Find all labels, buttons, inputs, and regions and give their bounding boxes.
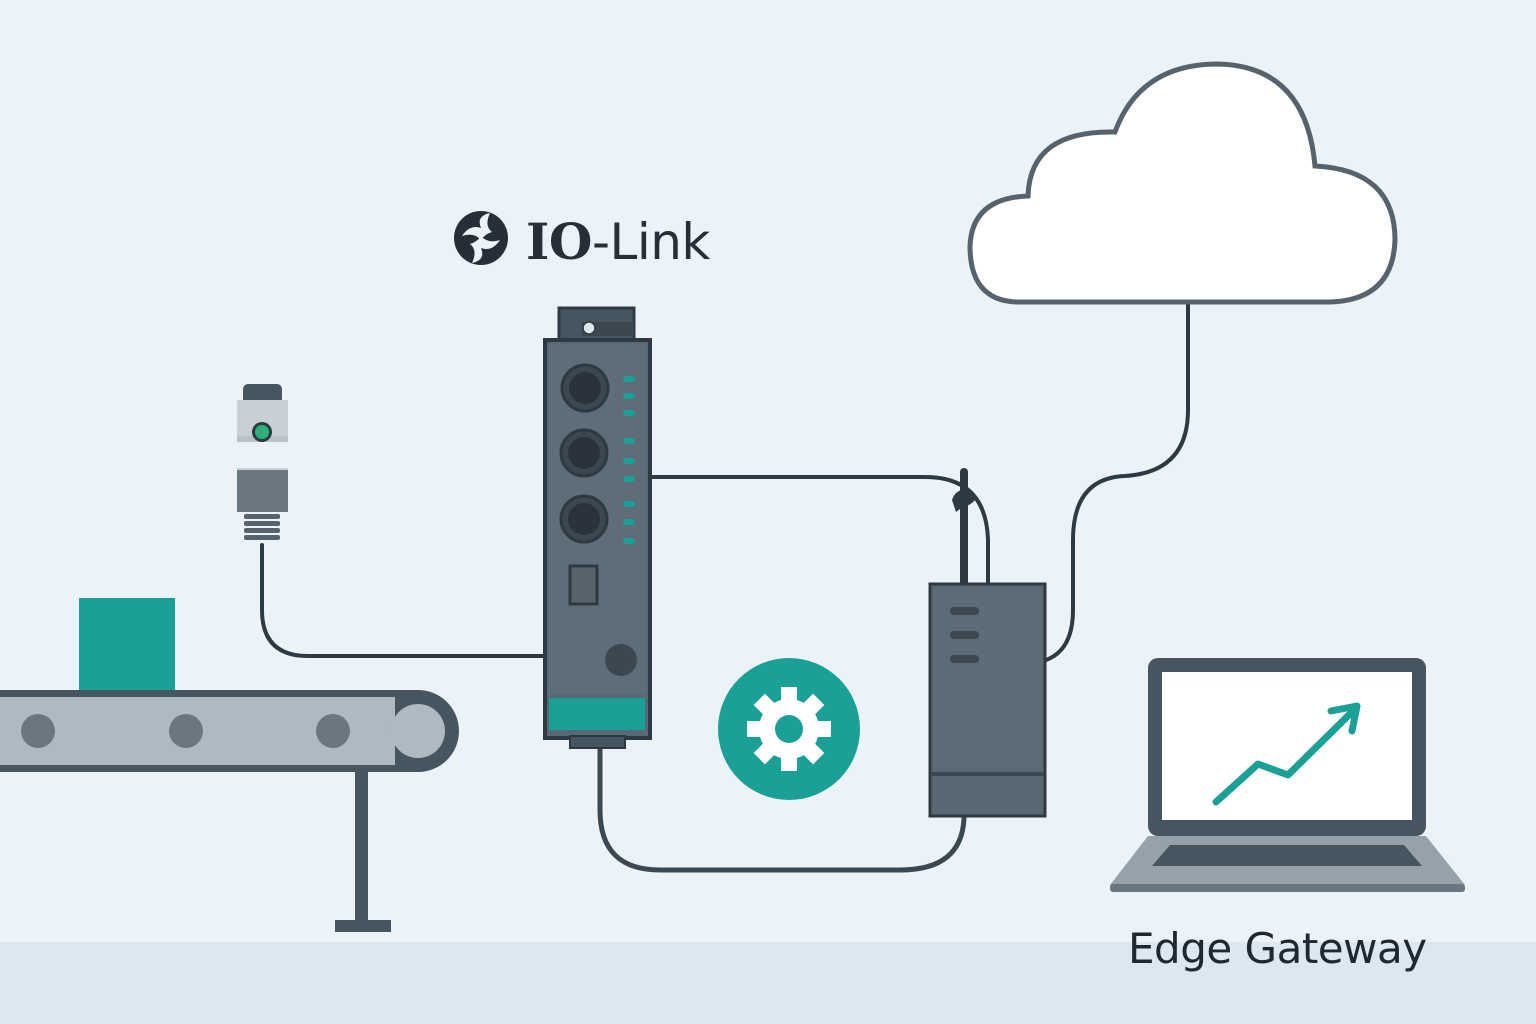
cloud-icon <box>967 61 1398 305</box>
status-led <box>623 476 635 482</box>
status-led <box>623 501 635 507</box>
conveyor-roller <box>169 714 203 748</box>
laptop-screen <box>1162 672 1412 820</box>
conveyor-roller <box>21 714 55 748</box>
io-link-logo-text: IO-Link <box>526 212 710 272</box>
cable-master-to-gateway-bottom <box>597 745 967 873</box>
edge-gateway-caption: Edge Gateway <box>1128 924 1427 973</box>
status-led <box>623 458 635 464</box>
trend-up-arrow-icon <box>1212 702 1361 806</box>
laptop-trend-chart-icon <box>1110 658 1465 892</box>
conveyor-foot <box>335 920 391 932</box>
logo-text-bold: IO <box>526 212 592 271</box>
status-led <box>623 393 635 399</box>
master-status-band <box>549 698 645 730</box>
master-reset-button <box>605 644 637 676</box>
edge-gateway-device-icon <box>928 582 1047 818</box>
cables <box>260 302 1190 873</box>
logo-text-regular: -Link <box>591 213 710 271</box>
status-led <box>623 519 635 525</box>
conveyor-roller <box>316 714 350 748</box>
floor-band <box>0 942 1536 1024</box>
cable-clip <box>952 489 976 512</box>
conveyor-belt-icon <box>0 598 459 932</box>
port-3 <box>559 494 609 544</box>
status-led <box>623 438 635 444</box>
io-link-master <box>543 306 652 749</box>
sensor-connector-thread <box>244 514 280 540</box>
status-led <box>623 538 635 544</box>
proximity-sensor-icon <box>237 384 288 540</box>
port-2 <box>559 428 609 478</box>
cable-sensor-to-master <box>260 543 548 658</box>
settings-badge <box>718 658 860 800</box>
cable-master-to-gateway-top <box>646 475 990 588</box>
package-box-icon <box>79 598 175 692</box>
port-1 <box>560 363 610 413</box>
status-leds <box>623 376 635 544</box>
mounting-hole <box>582 321 596 335</box>
status-led <box>623 410 635 416</box>
conveyor-leg <box>355 772 368 922</box>
status-led <box>623 376 635 382</box>
gateway-vent <box>950 631 979 639</box>
gateway-vent <box>950 655 979 663</box>
gear-icon <box>747 687 831 771</box>
gateway-vent <box>950 607 979 615</box>
io-link-logo-icon <box>454 211 508 265</box>
conveyor-drive-roller <box>391 704 445 758</box>
cable-gateway-to-cloud <box>1044 302 1190 662</box>
master-display-window <box>568 564 599 606</box>
